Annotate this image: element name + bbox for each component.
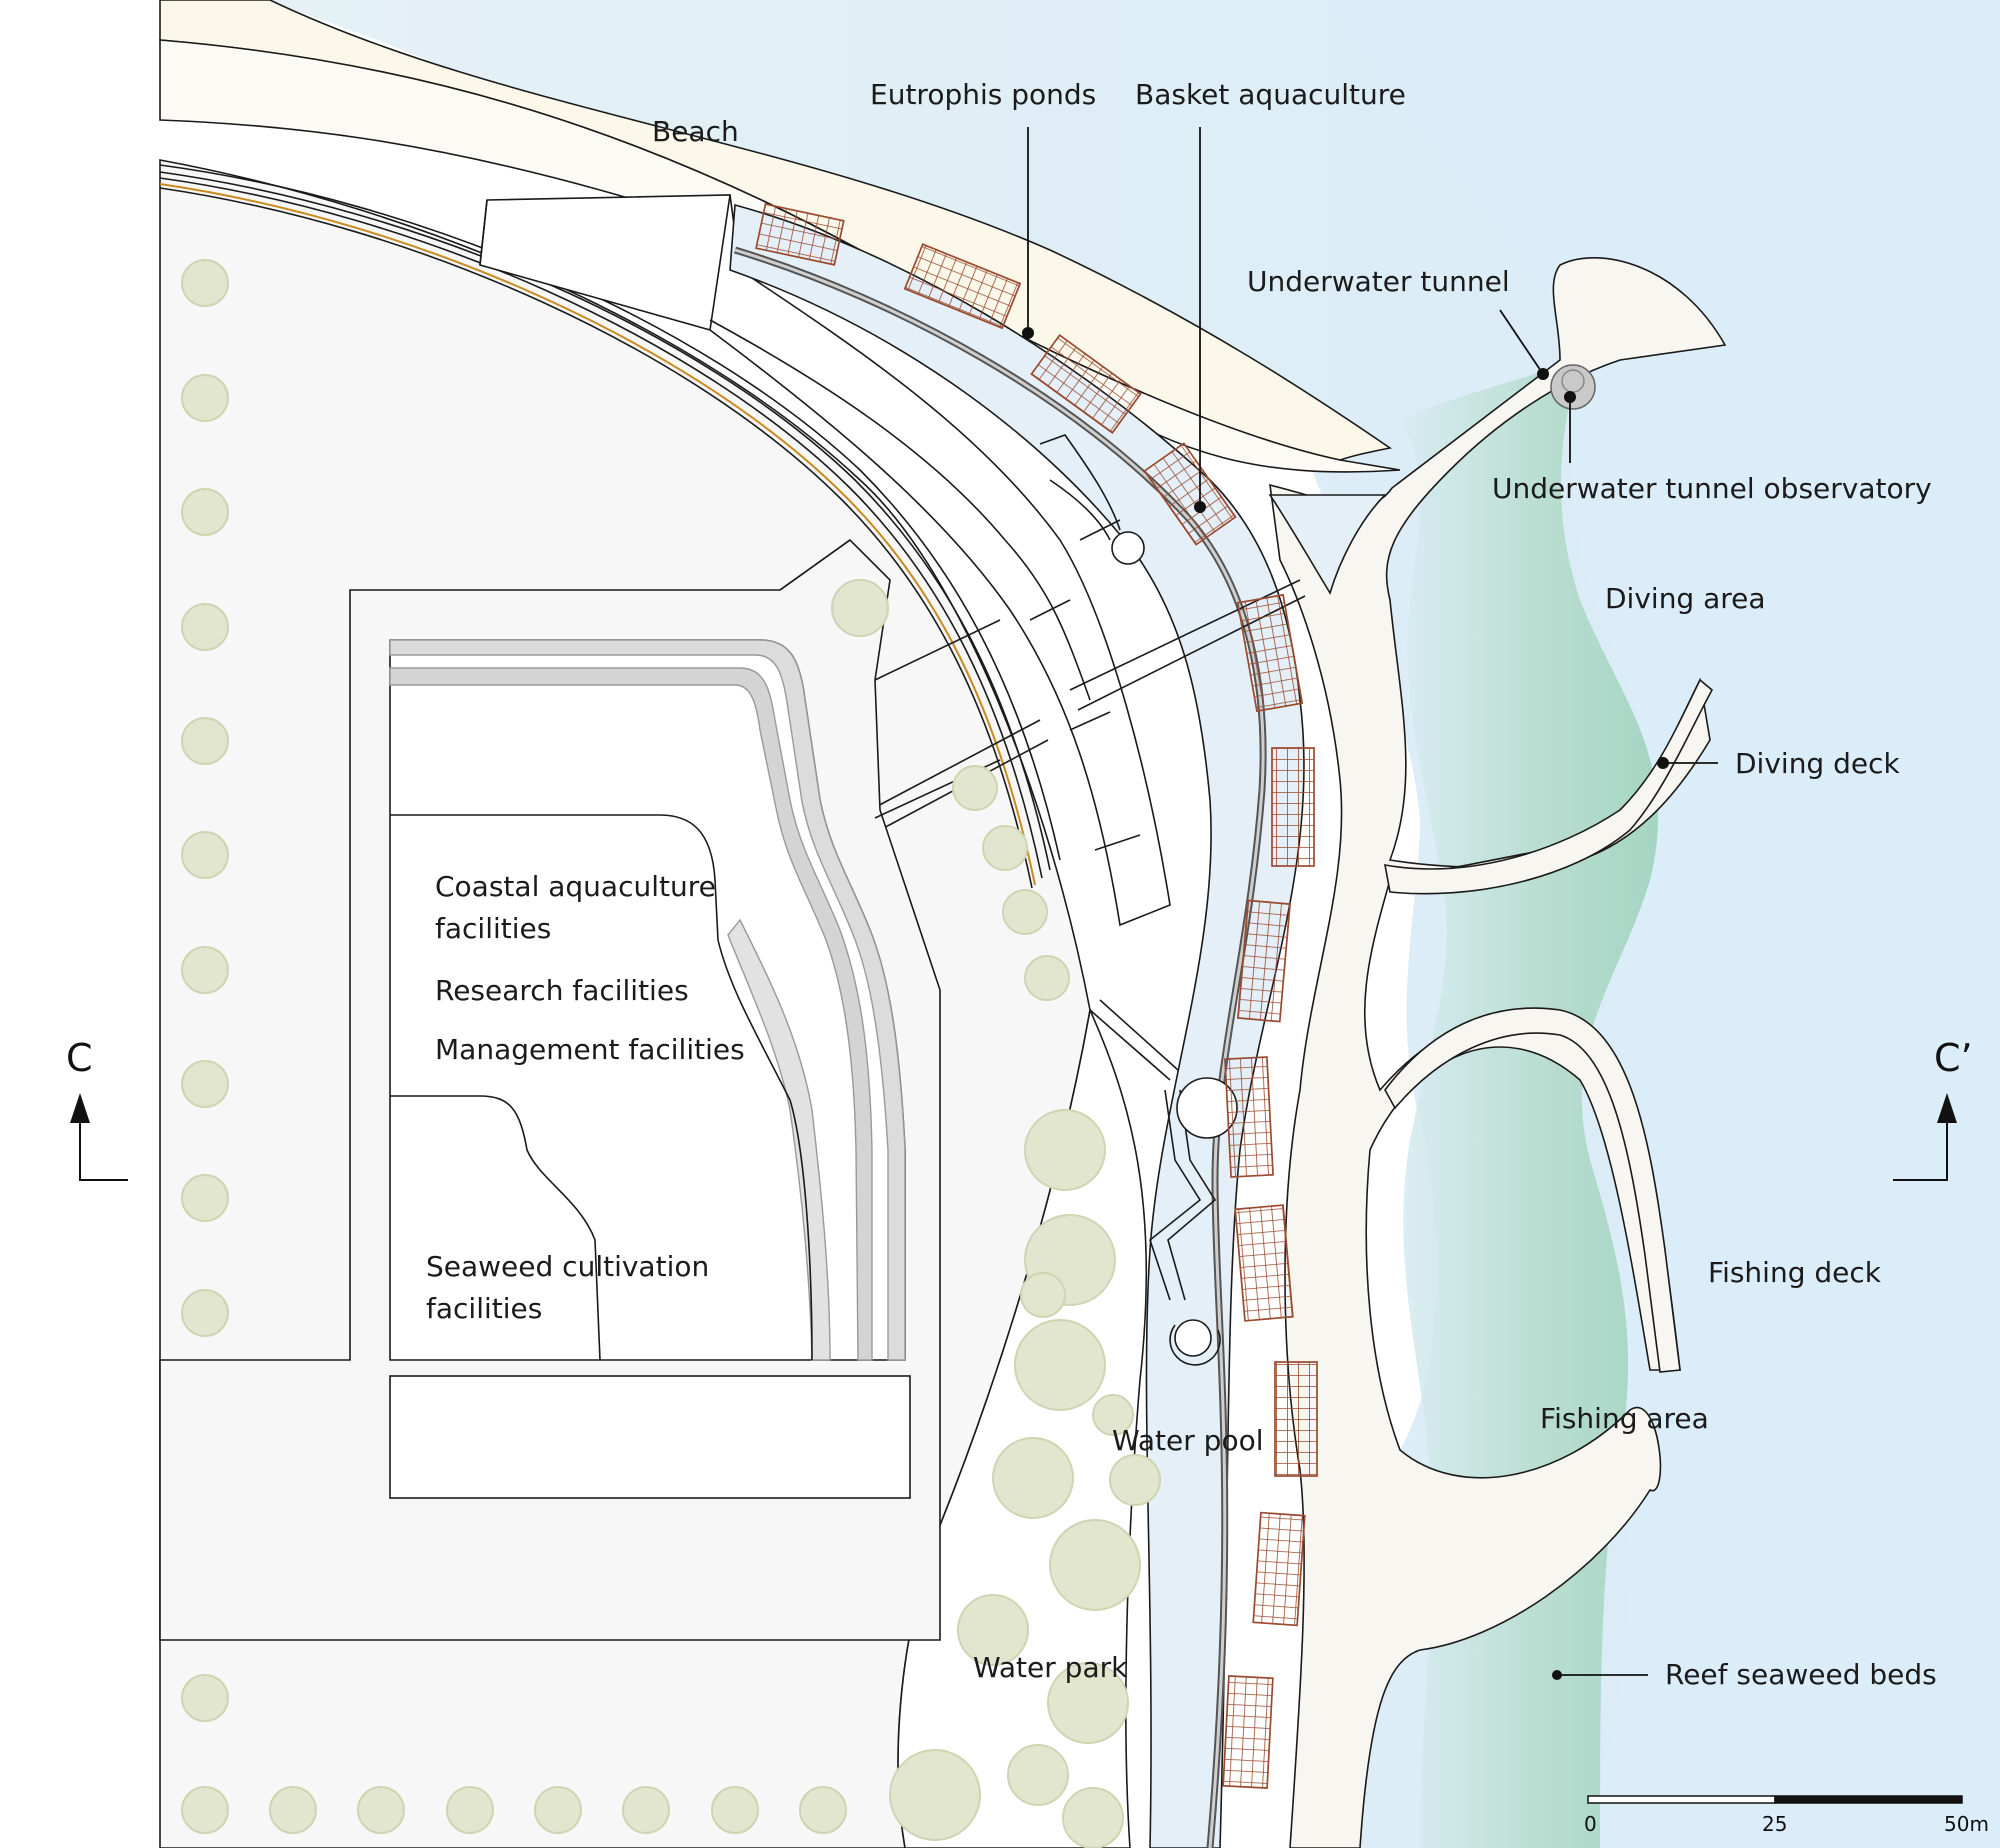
tunnel-observatory-marker: [1550, 364, 1596, 410]
grid-basket: [1271, 747, 1315, 867]
label-research-facilities: Research facilities: [435, 974, 689, 1007]
label-beach: Beach: [652, 115, 739, 148]
junction-triangle-pool: [1268, 494, 1387, 595]
label-basket-aquaculture: Basket aquaculture: [1135, 78, 1406, 111]
label-underwater-tunnel-observatory: Underwater tunnel observatory: [1492, 472, 1932, 505]
label-fishing-deck: Fishing deck: [1708, 1256, 1882, 1289]
section-mark-left: C: [66, 1036, 128, 1181]
label-eutrophis-ponds: Eutrophis ponds: [870, 78, 1096, 111]
label-seaweed-line2: facilities: [426, 1292, 542, 1325]
open-sea-area: [1330, 0, 2000, 1848]
label-diving-deck: Diving deck: [1735, 747, 1901, 780]
tree-row-left: [181, 259, 229, 1834]
tree-row-bottom: [269, 1786, 847, 1834]
grid-basket: [1237, 899, 1291, 1023]
grid-basket: [1274, 1361, 1318, 1477]
label-management-facilities: Management facilities: [435, 1033, 745, 1066]
aquaculture-grids: [755, 203, 1318, 1789]
scale-tick-25: 25: [1762, 1812, 1787, 1836]
label-reef-seaweed-beds: Reef seaweed beds: [1665, 1658, 1937, 1691]
section-mark-right: C’: [1893, 1036, 1973, 1181]
grid-pond: [755, 203, 845, 266]
diving-deck: [1384, 678, 1714, 895]
grid-basket: [1234, 1204, 1294, 1322]
label-coastal-aquaculture-line2: facilities: [435, 912, 551, 945]
section-mark-right-label: C’: [1934, 1036, 1973, 1080]
beach-promenade: [159, 39, 1401, 473]
water-pool-channel: [729, 203, 1305, 1848]
curved-building-strips: [159, 164, 1171, 927]
pool-walkways: [1039, 434, 1217, 1301]
label-underwater-tunnel: Underwater tunnel: [1247, 265, 1510, 298]
scale-bar: 0 25 50m: [1584, 1795, 1989, 1836]
tree-cluster-water-park: [831, 579, 1161, 1848]
grid-basket: [1236, 593, 1304, 713]
grid-basket: [1252, 1511, 1306, 1627]
eastern-path: [1269, 257, 1727, 1848]
label-coastal-aquaculture-line1: Coastal aquaculture: [435, 870, 716, 903]
label-seaweed-line1: Seaweed cultivation: [426, 1250, 709, 1283]
grid-basket: [1224, 1056, 1274, 1178]
fishing-deck: [1384, 1007, 1681, 1373]
label-diving-area: Diving area: [1605, 582, 1766, 615]
label-water-park: Water park: [973, 1651, 1128, 1684]
pool-kiosk-top: [1111, 531, 1145, 565]
scale-tick-50m: 50m: [1944, 1812, 1989, 1836]
grid-pond: [903, 243, 1022, 330]
scale-tick-0: 0: [1584, 1812, 1597, 1836]
label-leaders: [1022, 127, 1718, 1680]
label-fishing-area: Fishing area: [1540, 1402, 1709, 1435]
pool-kiosk-bottom: [1174, 1319, 1212, 1357]
section-mark-left-label: C: [66, 1036, 93, 1080]
grid-pond: [1143, 442, 1237, 546]
grid-basket: [1222, 1675, 1274, 1789]
facility-complex: [159, 538, 941, 1641]
label-water-pool: Water pool: [1112, 1424, 1263, 1457]
grid-pond: [1030, 334, 1142, 434]
